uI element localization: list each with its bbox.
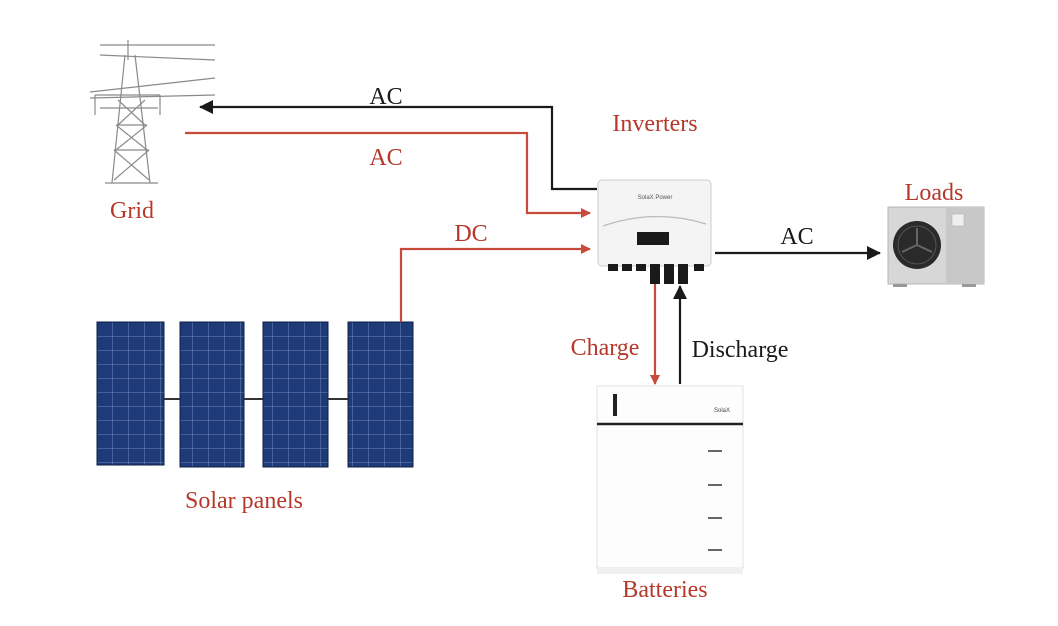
inverters-label: Inverters xyxy=(612,111,697,137)
solar-panel-icon xyxy=(96,321,414,468)
ac-export-label: AC xyxy=(369,84,402,110)
transmission-tower-icon xyxy=(89,40,216,184)
heat-pump-icon xyxy=(887,206,985,287)
dc-arrow xyxy=(399,244,591,322)
solar-panels-label: Solar panels xyxy=(185,488,303,514)
inverter-brand-label: SolaX Power xyxy=(638,195,673,201)
loads-label: Loads xyxy=(905,180,964,206)
dc-label: DC xyxy=(454,221,487,247)
battery-stack-icon: SolaX xyxy=(596,385,744,574)
ac-load-label: AC xyxy=(780,224,813,250)
ac-import-arrow xyxy=(185,131,591,218)
grid-label: Grid xyxy=(110,198,154,224)
ac-import-label: AC xyxy=(369,145,402,171)
discharge-label: Discharge xyxy=(692,337,789,363)
ac-export-arrow xyxy=(199,100,597,191)
charge-label: Charge xyxy=(571,335,640,361)
battery-brand-label: SolaX xyxy=(714,408,730,414)
batteries-label: Batteries xyxy=(622,577,707,603)
inverter-icon: SolaX Power xyxy=(597,179,712,284)
